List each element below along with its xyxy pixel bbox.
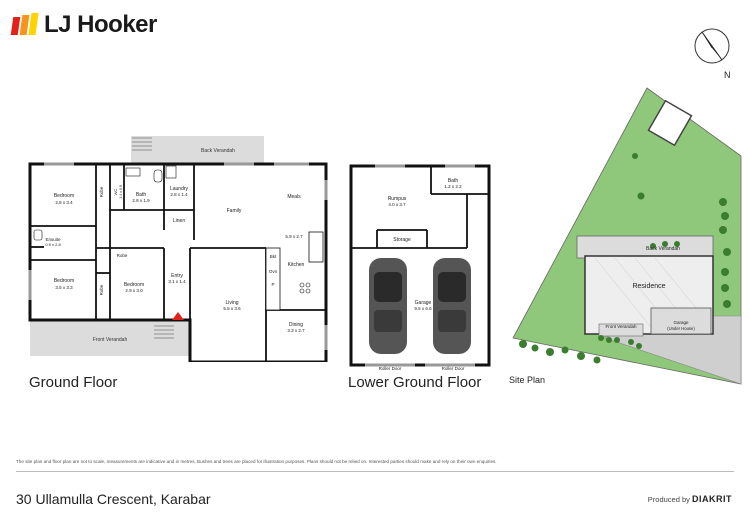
footer-divider	[16, 471, 734, 472]
front-verandah-label: Front Verandah	[93, 337, 128, 343]
back-verandah-area	[131, 136, 264, 164]
gf-robe1-label: Robe	[99, 186, 104, 197]
lgf-rumpus-label: Rumpus	[388, 196, 407, 202]
lgf-roller-door-2: Roller Door	[442, 366, 465, 371]
site-back-verandah-label: Back Verandah	[646, 246, 680, 252]
back-verandah-label: Back Verandah	[201, 148, 235, 154]
ground-floor-title: Ground Floor	[29, 374, 118, 391]
gf-entry-size: 3.1 x 1.4	[168, 279, 186, 284]
lgf-garage-label: Garage	[415, 300, 432, 306]
shed	[647, 99, 693, 147]
lgf-rumpus-size: 4.0 x 3.7	[388, 202, 406, 207]
brand-mark-icon	[10, 13, 39, 37]
site-front-verandah-label: Front Verandah	[605, 324, 637, 329]
gf-living-label: Living	[225, 300, 238, 306]
lgf-storage-label: Storage	[393, 237, 411, 243]
gf-bedroom1-size: 2.8 x 3.4	[55, 200, 73, 205]
car-icon	[433, 258, 471, 354]
car-icon	[369, 258, 407, 354]
gf-laundry-size: 2.8 x 1.4	[170, 192, 188, 197]
compass-north-label: N	[724, 70, 731, 80]
gf-family-label: Family	[227, 208, 242, 214]
lgf-bath-size: 1.2 x 2.2	[444, 184, 462, 189]
lower-ground-floor-title: Lower Ground Floor	[348, 374, 482, 391]
lgf-bath-label: Bath	[448, 178, 459, 184]
gf-meals-label: Meals	[287, 194, 301, 200]
entry-marker-icon	[172, 312, 184, 320]
gf-dining-size: 3.3 x 2.7	[287, 328, 305, 333]
site-plan-title: Site Plan	[509, 375, 546, 385]
gf-dining-label: Dining	[289, 322, 303, 328]
trees	[519, 153, 731, 364]
disclaimer-text: The site plan and floor plan are not to …	[16, 459, 497, 464]
gf-wc-size: 1.4 x 0.9	[119, 185, 123, 199]
site-residence-label: Residence	[632, 283, 665, 290]
gf-entry-label: Entry	[171, 273, 183, 279]
lgf-garage-size: 9.5 x 6.6	[414, 306, 432, 311]
gf-ensuite-label: Ensuite	[45, 237, 61, 242]
garage-cars	[369, 258, 471, 354]
producer-name: DIAKRIT	[692, 494, 732, 504]
gf-ovn-label: Ovn	[269, 269, 278, 274]
site-plan: Back Verandah Residence Front Verandah G…	[512, 87, 742, 385]
lgf-roller-door-1: Roller Door	[379, 366, 402, 371]
produced-by-label: Produced by	[647, 495, 690, 504]
compass-icon: N	[694, 28, 731, 80]
site-garage-sub-label: (Under House)	[667, 326, 695, 331]
brand-logo: LJ Hooker	[10, 11, 157, 38]
property-address: 30 Ullamulla Crescent, Karabar	[16, 491, 211, 507]
gf-bkt-label: Bkt	[270, 254, 277, 259]
gf-bedroom1-label: Bedroom	[54, 193, 74, 199]
gf-bedroom3-size: 2.9 x 3.0	[125, 288, 143, 293]
brand-name: LJ Hooker	[44, 11, 157, 38]
ground-floor-plan: Back Verandah Front Verandah	[28, 136, 328, 362]
gf-ensuite-size: 0.9 x 2.8	[45, 242, 61, 247]
gf-linen-label: Linen	[173, 218, 185, 224]
gf-robe2-label: Robe	[117, 253, 128, 258]
gf-robe3-label: Robe	[99, 284, 104, 295]
produced-by: Produced by DIAKRIT	[648, 494, 732, 504]
gf-laundry-label: Laundry	[170, 186, 189, 192]
gf-pantry-label: P	[271, 282, 274, 287]
gf-bath-size: 2.8 x 1.9	[132, 198, 150, 203]
gf-bedroom2-label: Bedroom	[54, 278, 74, 284]
site-garage-label: Garage	[673, 320, 689, 325]
gf-wc-label: WC	[113, 189, 118, 196]
gf-bedroom2-size: 3.5 x 3.3	[55, 285, 73, 290]
gf-kitchen-label: Kitchen	[288, 262, 305, 268]
gf-living-size: 5.5 x 3.6	[223, 306, 241, 311]
gf-bedroom3-label: Bedroom	[124, 282, 144, 288]
gf-bath-label: Bath	[136, 192, 147, 198]
lower-ground-floor-plan: Rumpus 4.0 x 3.7 Bath 1.2 x 2.2 Storage …	[349, 164, 491, 371]
gf-meals-size: 5.9 x 2.7	[285, 234, 303, 239]
